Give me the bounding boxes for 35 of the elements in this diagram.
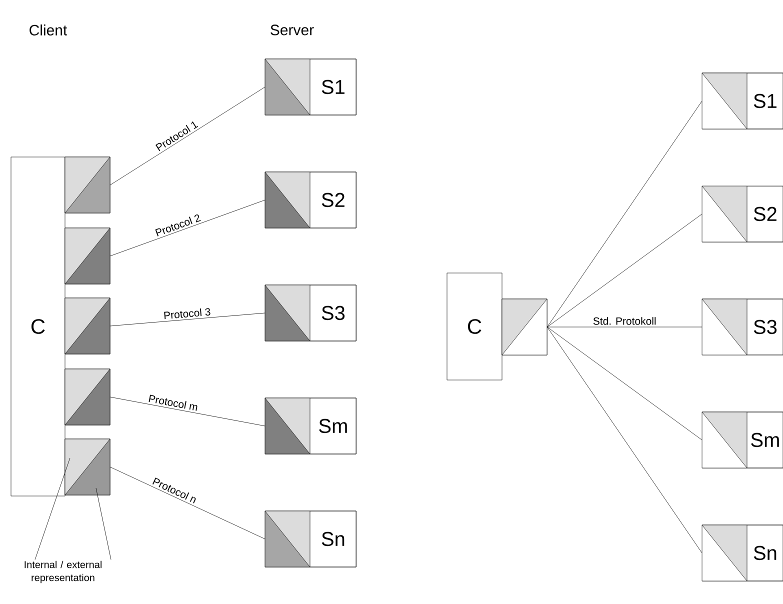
annotation-text: Internal / external representation	[24, 560, 102, 584]
heading: Server	[270, 24, 314, 36]
connection-line	[547, 214, 702, 328]
connection-line	[547, 326, 702, 440]
server-box: Sn	[264, 510, 356, 568]
connection-line	[110, 312, 266, 326]
representation-box	[502, 298, 548, 356]
connection-line	[110, 86, 266, 186]
server-box: S2	[264, 172, 356, 228]
representation-box	[64, 298, 110, 354]
edge-label: Std. Protokoll	[593, 317, 656, 325]
connection-line	[547, 326, 702, 554]
edge-label: Protocol 3	[164, 308, 210, 320]
representation-box	[64, 368, 110, 426]
client-box: C	[10, 156, 66, 496]
server-box: S1	[264, 58, 356, 116]
connection-line	[547, 100, 702, 328]
representation-box	[64, 438, 110, 496]
leader-line	[34, 458, 70, 560]
server-box: S3	[264, 284, 356, 342]
connection-line	[110, 200, 266, 256]
server-box: Sm	[702, 412, 783, 468]
server-box: S2	[702, 186, 783, 242]
server-box: Sn	[702, 524, 783, 582]
connection-line	[110, 396, 266, 426]
representation-box	[64, 156, 110, 214]
connection-line	[110, 466, 266, 540]
representation-box	[64, 228, 110, 284]
server-box: S3	[702, 298, 783, 356]
leader-line	[96, 488, 112, 560]
server-box: Sm	[264, 398, 356, 454]
heading: Client	[30, 24, 68, 36]
server-box: S1	[702, 72, 783, 130]
edge-label: Protocol m	[148, 394, 198, 411]
connection-line	[547, 326, 702, 328]
